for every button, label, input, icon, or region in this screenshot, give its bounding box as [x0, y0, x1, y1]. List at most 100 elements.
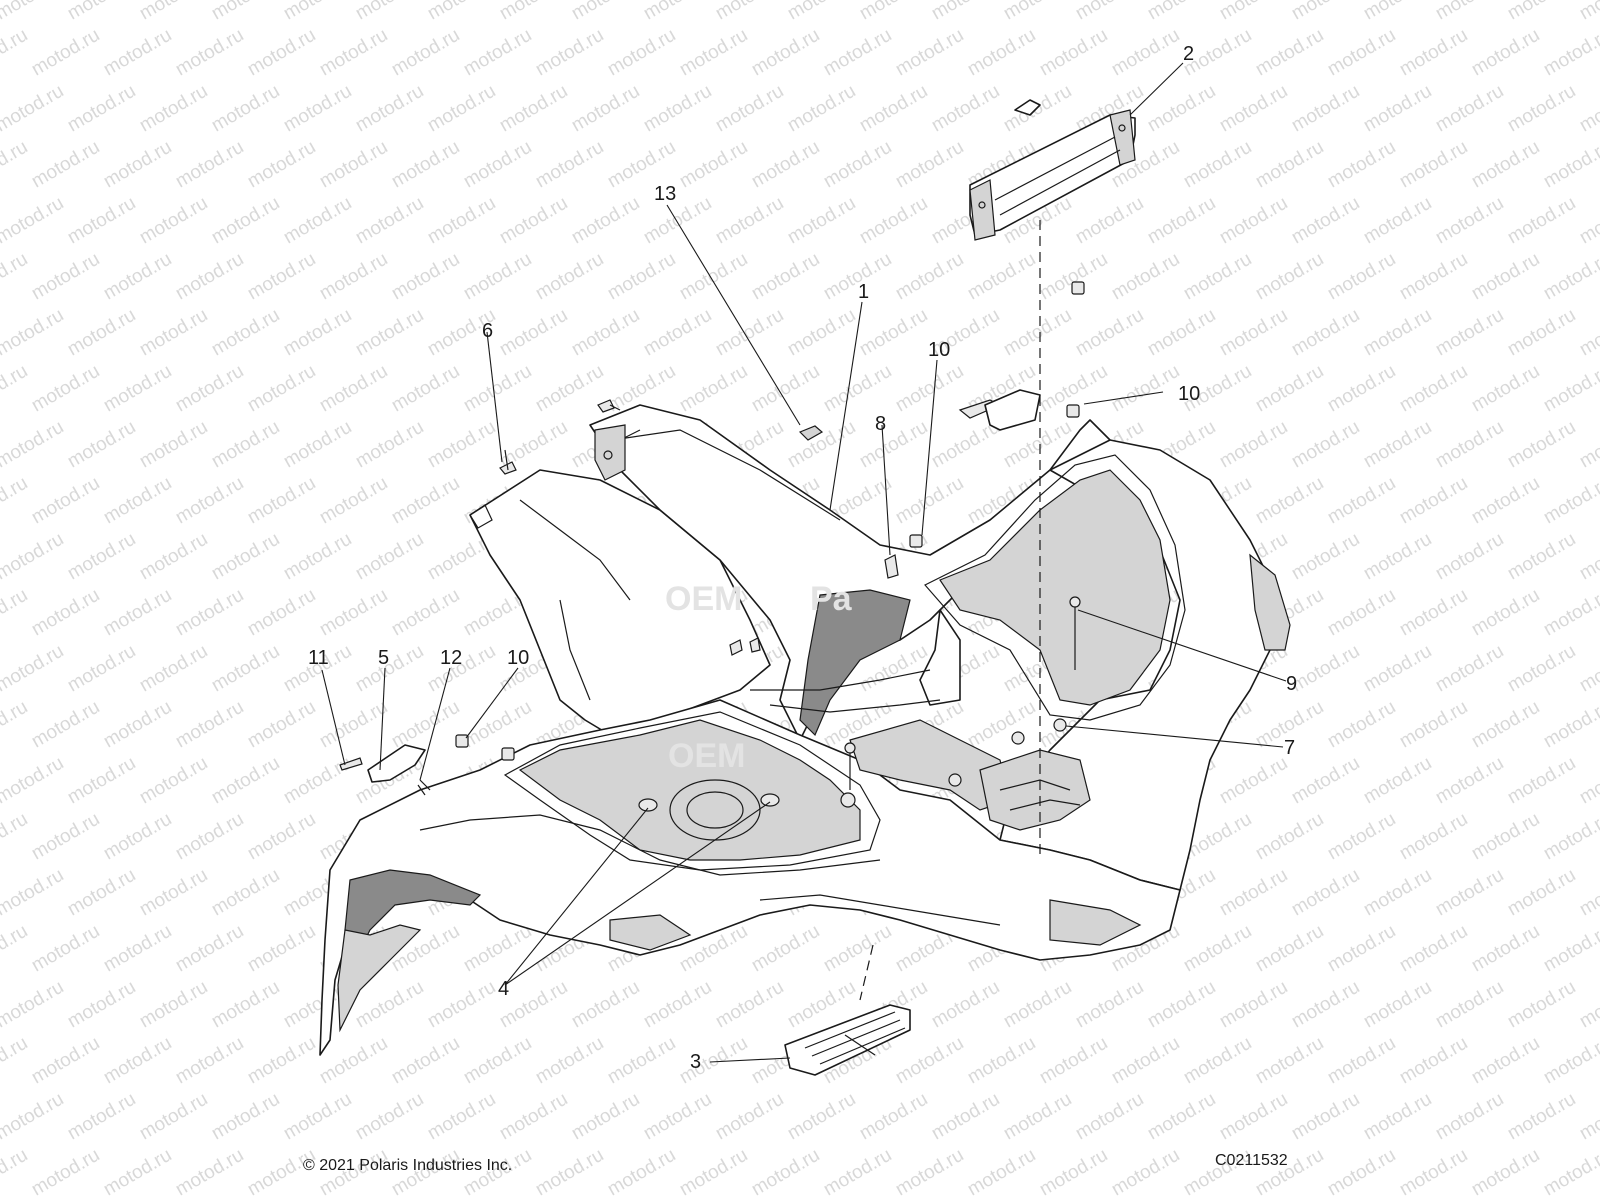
- watermark-text: motod.ru: [1144, 977, 1219, 1033]
- watermark-text: motod.ru: [64, 865, 139, 921]
- watermark-text: motod.ru: [388, 585, 463, 641]
- watermark-text: motod.ru: [568, 1089, 643, 1145]
- callout-10-right: 10: [1178, 383, 1200, 405]
- callout-13: 13: [654, 183, 676, 205]
- watermark-text: motod.ru: [604, 1145, 679, 1200]
- watermark-text: motod.ru: [0, 193, 67, 249]
- watermark-text: motod.ru: [1504, 305, 1579, 361]
- watermark-text: motod.ru: [64, 641, 139, 697]
- watermark-text: motod.ru: [532, 1033, 607, 1089]
- watermark-text: motod.ru: [0, 753, 67, 809]
- watermark-text: motod.ru: [28, 1145, 103, 1200]
- watermark-text: motod.ru: [1468, 361, 1543, 417]
- watermark-text: motod.ru: [64, 81, 139, 137]
- watermark-text: motod.ru: [748, 921, 823, 977]
- watermark-text: motod.ru: [1576, 417, 1600, 473]
- watermark-text: motod.ru: [424, 417, 499, 473]
- watermark-text: motod.ru: [892, 137, 967, 193]
- watermark-text: motod.ru: [1360, 193, 1435, 249]
- watermark-text: motod.ru: [0, 0, 67, 24]
- watermark-text: motod.ru: [748, 25, 823, 81]
- watermark-text: motod.ru: [136, 641, 211, 697]
- watermark-text: motod.ru: [1036, 25, 1111, 81]
- watermark-text: motod.ru: [316, 249, 391, 305]
- watermark-text: motod.ru: [712, 0, 787, 24]
- watermark-text: motod.ru: [388, 473, 463, 529]
- watermark-text: motod.ru: [64, 753, 139, 809]
- watermark-text: motod.ru: [1144, 193, 1219, 249]
- watermark-text: motod.ru: [820, 921, 895, 977]
- watermark-text: motod.ru: [712, 1089, 787, 1145]
- bracket-part-2: [969, 99, 1136, 241]
- watermark-text: motod.ru: [1540, 697, 1600, 753]
- watermark-text: motod.ru: [1396, 921, 1471, 977]
- watermark-text: motod.ru: [64, 417, 139, 473]
- oem-marks: OEM OEM Pa: [665, 580, 853, 775]
- watermark-text: motod.ru: [784, 1089, 859, 1145]
- callout-10-top: 10: [928, 339, 950, 361]
- watermark-text: motod.ru: [496, 1089, 571, 1145]
- watermark-text: motod.ru: [1468, 249, 1543, 305]
- watermark-text: motod.ru: [208, 81, 283, 137]
- watermark-text: motod.ru: [64, 0, 139, 24]
- watermark-text: motod.ru: [28, 361, 103, 417]
- watermark-text: motod.ru: [244, 25, 319, 81]
- watermark-text: motod.ru: [1252, 361, 1327, 417]
- watermark-text: motod.ru: [0, 1145, 31, 1200]
- watermark-text: motod.ru: [1180, 921, 1255, 977]
- watermark-text: motod.ru: [820, 1145, 895, 1200]
- watermark-text: motod.ru: [1360, 529, 1435, 585]
- watermark-text: motod.ru: [208, 305, 283, 361]
- watermark-text: motod.ru: [604, 249, 679, 305]
- watermark-text: motod.ru: [1576, 305, 1600, 361]
- watermark-text: motod.ru: [604, 1033, 679, 1089]
- watermark-text: motod.ru: [280, 1089, 355, 1145]
- watermark-text: motod.ru: [208, 641, 283, 697]
- watermark-text: motod.ru: [208, 0, 283, 24]
- watermark-text: motod.ru: [1288, 417, 1363, 473]
- watermark-text: motod.ru: [388, 249, 463, 305]
- watermark-text: motod.ru: [208, 865, 283, 921]
- watermark-text: motod.ru: [1468, 585, 1543, 641]
- callout-8: 8: [875, 413, 886, 435]
- watermark-text: motod.ru: [1540, 249, 1600, 305]
- watermark-text: motod.ru: [1468, 1033, 1543, 1089]
- watermark-text: motod.ru: [856, 305, 931, 361]
- watermark-text: motod.ru: [388, 25, 463, 81]
- watermark-text: motod.ru: [352, 81, 427, 137]
- watermark-text: motod.ru: [0, 1089, 67, 1145]
- watermark-text: motod.ru: [1360, 641, 1435, 697]
- watermark-text: motod.ru: [208, 529, 283, 585]
- watermark-text: motod.ru: [532, 1145, 607, 1200]
- watermark-text: motod.ru: [1216, 0, 1291, 24]
- watermark-text: motod.ru: [1396, 249, 1471, 305]
- watermark-text: motod.ru: [892, 361, 967, 417]
- callout-6: 6: [482, 320, 493, 342]
- watermark-text: motod.ru: [1108, 25, 1183, 81]
- watermark-text: motod.ru: [1432, 81, 1507, 137]
- watermark-text: motod.ru: [496, 305, 571, 361]
- watermark-text: motod.ru: [640, 1089, 715, 1145]
- watermark-text: motod.ru: [1432, 753, 1507, 809]
- watermark-text: motod.ru: [0, 865, 67, 921]
- watermark-text: motod.ru: [784, 417, 859, 473]
- watermark-text: motod.ru: [1072, 0, 1147, 24]
- watermark-text: motod.ru: [208, 1089, 283, 1145]
- watermark-text: motod.ru: [172, 361, 247, 417]
- watermark-text: motod.ru: [1432, 193, 1507, 249]
- watermark-text: motod.ru: [964, 697, 1039, 753]
- watermark-text: motod.ru: [1504, 417, 1579, 473]
- watermark-text: motod.ru: [1216, 305, 1291, 361]
- watermark-text: motod.ru: [1288, 865, 1363, 921]
- watermark-text: motod.ru: [1396, 585, 1471, 641]
- watermark-text: motod.ru: [316, 25, 391, 81]
- watermark-text: motod.ru: [712, 193, 787, 249]
- watermark-text: motod.ru: [388, 361, 463, 417]
- watermark-text: motod.ru: [0, 529, 67, 585]
- watermark-text: motod.ru: [460, 361, 535, 417]
- watermark-text: motod.ru: [892, 249, 967, 305]
- watermark-text: motod.ru: [352, 1089, 427, 1145]
- watermark-text: motod.ru: [1504, 0, 1579, 24]
- watermark-text: motod.ru: [316, 697, 391, 753]
- watermark-text: motod.ru: [1216, 81, 1291, 137]
